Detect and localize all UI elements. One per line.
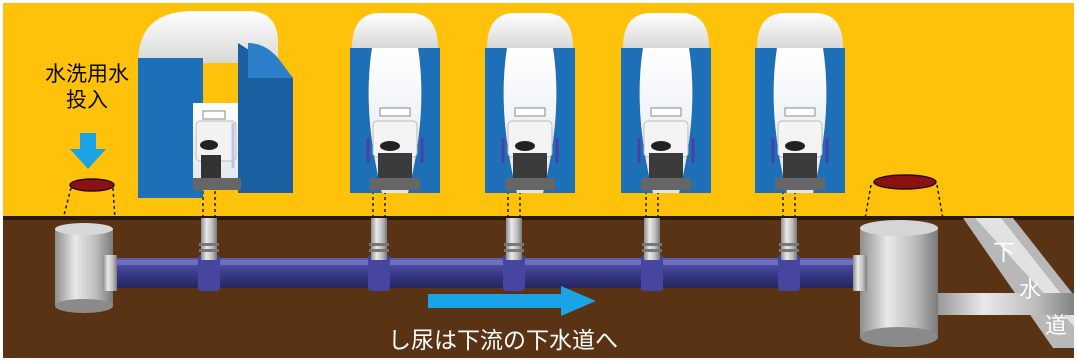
connection-lines bbox=[62, 184, 944, 220]
toilet-booth-unit bbox=[621, 13, 711, 193]
outlet-manhole bbox=[853, 174, 938, 347]
sewer-drain-pipe bbox=[931, 218, 1074, 348]
flow-direction-label: し尿は下流の下水道へ bbox=[388, 328, 618, 354]
flush-water-label-line2: 投入 bbox=[66, 88, 108, 112]
sewer-label-char-2: 水 bbox=[1018, 278, 1041, 303]
toilet-booth-unit bbox=[755, 13, 845, 193]
toilet-drop-pipes bbox=[199, 218, 799, 260]
toilet-tent-unit bbox=[138, 11, 293, 198]
diagram-graphics bbox=[55, 11, 1074, 348]
sewer-label-char-3: 道 bbox=[1044, 314, 1067, 339]
flush-water-label: 水洗用水 投入 bbox=[27, 61, 147, 113]
water-inlet-manhole bbox=[55, 178, 117, 313]
toilet-booth-unit bbox=[350, 13, 440, 193]
toilet-booth-unit bbox=[485, 13, 575, 193]
main-sewer-pipe bbox=[111, 255, 871, 291]
flush-water-label-line1: 水洗用水 bbox=[45, 62, 129, 86]
down-arrow-icon bbox=[70, 133, 106, 169]
flow-right-arrow-icon bbox=[428, 286, 596, 316]
sewer-label-char-1: 下 bbox=[992, 241, 1015, 266]
